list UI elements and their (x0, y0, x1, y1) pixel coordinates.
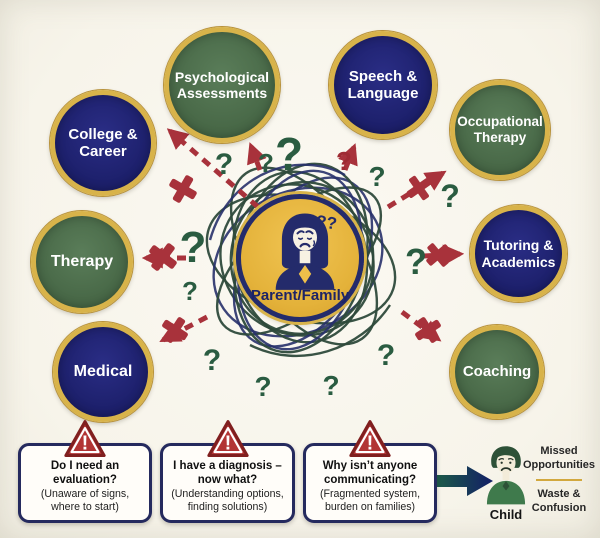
box-subtitle: (Understanding options, finding solution… (171, 488, 284, 513)
circle-medical: Medical (53, 322, 153, 422)
flow-arrow (437, 466, 493, 496)
pain-point-box-evaluation: ! Do I need an evaluation? (Unaware of s… (18, 420, 152, 523)
circle-therapy: Therapy (31, 211, 133, 313)
question-mark: ? (322, 370, 339, 401)
gold-divider (536, 478, 582, 481)
dashed-arrow-medical (159, 314, 209, 343)
question-mark: ? (203, 344, 221, 377)
question-mark: ? (258, 148, 274, 178)
question-mark: ? (215, 148, 233, 181)
circle-speech-language: Speech & Language (329, 31, 437, 139)
exclamation-glyph: ! (367, 432, 374, 454)
box-title: I have a diagnosis – now what? (173, 460, 282, 487)
circle-label: Tutoring & Academics (481, 237, 556, 270)
warning-icon: ! (349, 420, 391, 458)
question-marks: ? ? ? ? ? ? ? ? ? ? ? ? ? (180, 128, 460, 402)
circle-college-career: College & Career (50, 90, 156, 196)
dashed-arrow-speech (338, 143, 358, 171)
blocked-x-icon (415, 317, 441, 343)
blocked-x-icon (426, 243, 450, 267)
question-mark: ? (440, 178, 460, 214)
blocked-x-icon (406, 175, 432, 201)
question-mark: ? (275, 128, 303, 180)
circle-label: Speech & Language (347, 67, 419, 102)
question-mark: ? (377, 339, 395, 372)
question-mark: ? (182, 276, 198, 306)
circle-label: Occupational Therapy (457, 114, 543, 145)
circle-label: Medical (73, 362, 133, 380)
blocked-x-icon (169, 175, 197, 203)
child-label: Child (489, 507, 523, 522)
box-subtitle: (Unaware of signs, where to start) (40, 488, 130, 513)
box-subtitle: (Fragmented system, burden on families) (319, 488, 421, 513)
outcome-waste-confusion: Waste & Confusion (531, 487, 587, 514)
question-mark: ? (405, 241, 427, 282)
warning-icon: ! (64, 420, 106, 458)
circle-label: College & Career (68, 125, 138, 160)
circle-label: Coaching (462, 363, 532, 381)
exclamation-glyph: ! (82, 432, 89, 454)
box-title: Why isn’t anyone communicating? (322, 460, 418, 487)
blocked-x-icon (149, 243, 177, 271)
outcome-column: Missed Opportunities Waste & Confusion (521, 444, 597, 515)
dashed-arrow-college (166, 128, 260, 209)
blocked-x-icons (149, 175, 450, 343)
circle-tutoring-academics: Tutoring & Academics (470, 205, 567, 302)
warning-icon: ! (206, 420, 249, 458)
circle-label: Therapy (50, 252, 114, 270)
distress-question-marks: ?? (315, 211, 339, 234)
center-hub-label: Parent/Family (250, 287, 350, 304)
circle-coaching: Coaching (450, 325, 544, 419)
pain-point-box-communication: ! Why isn’t anyone communicating? (Fragm… (303, 420, 437, 523)
outcome-missed-opportunities: Missed Opportunities (522, 445, 596, 472)
circle-occupational-therapy: Occupational Therapy (450, 80, 550, 180)
dashed-arrow-psych (247, 142, 267, 171)
circle-psychological-assessments: Psychological Assessments (164, 27, 280, 143)
center-hub-parent-family: ?? Parent/Family (236, 194, 364, 322)
sad-child-icon (486, 446, 526, 505)
question-mark: ? (368, 161, 385, 192)
box-title: Do I need an evaluation? (50, 460, 120, 487)
question-mark: ? (336, 146, 352, 176)
question-mark: ? (254, 371, 271, 402)
blocked-x-icon (162, 317, 188, 343)
question-mark: ? (180, 223, 207, 272)
distressed-parent-icon (275, 213, 335, 290)
pain-point-box-diagnosis: ! I have a diagnosis – now what? (Unders… (160, 420, 295, 523)
exclamation-glyph: ! (224, 432, 231, 454)
circle-label: Psychological Assessments (174, 68, 270, 101)
